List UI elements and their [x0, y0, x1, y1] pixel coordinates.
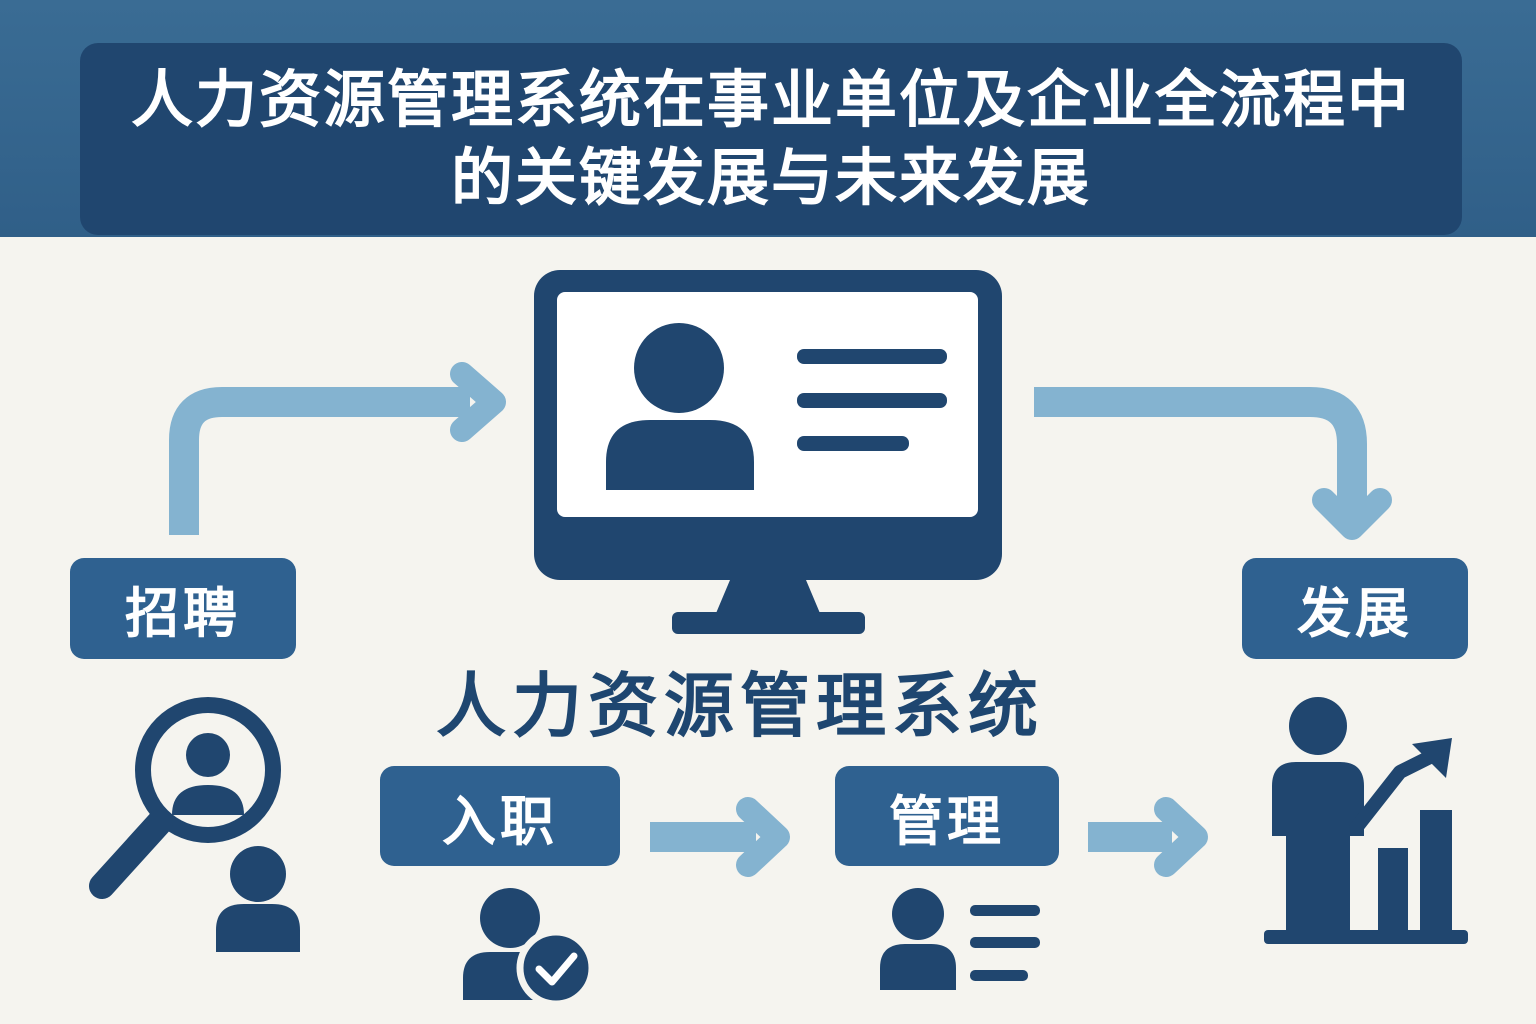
stage-recruit-label: 招聘	[70, 558, 296, 659]
monitor-profile-icon	[534, 270, 1002, 634]
arrow-manage-to-develop	[1088, 797, 1208, 877]
user-list-icon	[880, 888, 1040, 990]
arrow-system-to-develop	[1034, 387, 1392, 540]
user-check-icon	[463, 888, 596, 1008]
title-line-2: 的关键发展与未来发展	[450, 141, 1091, 214]
arrow-recruit-to-system	[169, 362, 506, 535]
stage-develop-label: 发展	[1242, 558, 1468, 659]
growth-chart-icon	[1264, 697, 1468, 944]
search-user-icon	[89, 697, 300, 952]
system-label: 人力资源管理系统	[436, 665, 1044, 747]
title-line-1: 人力资源管理系统在事业单位及企业全流程中	[130, 63, 1411, 136]
stage-onboard-label: 入职	[380, 766, 620, 866]
title-banner: 人力资源管理系统在事业单位及企业全流程中 的关键发展与未来发展	[80, 43, 1462, 235]
arrow-onboard-to-manage	[650, 797, 790, 877]
stage-manage-label: 管理	[835, 766, 1059, 866]
